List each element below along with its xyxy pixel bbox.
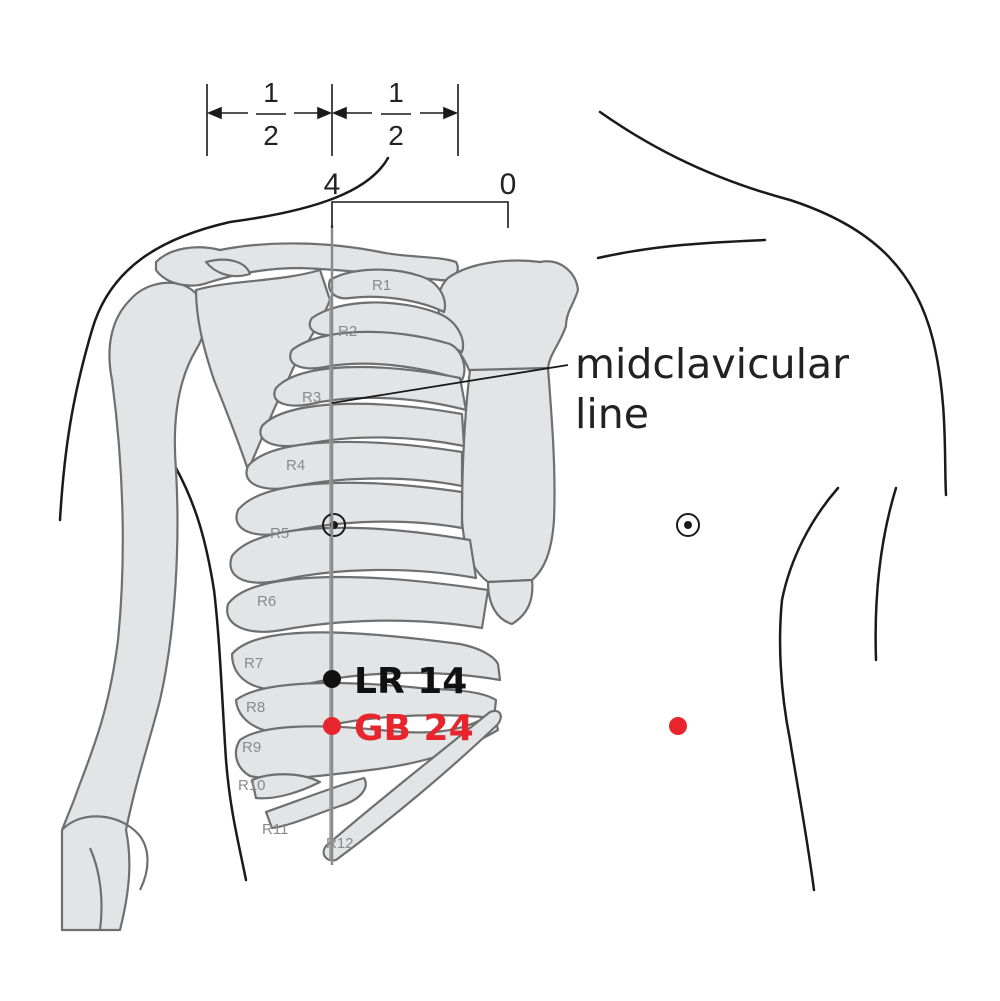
fraction-left-numerator: 1: [263, 77, 279, 108]
sternum-body: [460, 366, 556, 584]
point-gb24-label: GB 24: [354, 708, 474, 749]
rib-label-r11: R11: [262, 821, 288, 838]
rib-label-r9: R9: [242, 739, 261, 756]
callout-leader-line: [331, 364, 569, 404]
rib-label-r1: R1: [372, 277, 391, 294]
rib-label-r10: R10: [238, 777, 266, 794]
fraction-right-numerator: 1: [388, 77, 404, 108]
skeleton: [60, 242, 580, 932]
callout-midclavicular-line2: line: [575, 390, 649, 438]
point-lr14-label: LR 14: [354, 661, 467, 702]
rib-labels: R1 R2 R3 R4 R5 R6 R7 R8 R9 R10 R11 R12: [238, 277, 391, 852]
cun-4-label: 4: [324, 168, 341, 201]
cun-0-label: 0: [500, 168, 517, 201]
fraction-right: 1 2: [388, 77, 404, 151]
xiphoid-bone: [486, 578, 534, 626]
rib-label-r5: R5: [270, 525, 289, 542]
rib-label-r7: R7: [244, 655, 263, 672]
rib-label-r6: R6: [257, 593, 276, 610]
callout-midclavicular-line1: midclavicular: [575, 340, 849, 388]
fraction-left: 1 2: [263, 77, 279, 151]
rib-cage: [226, 268, 502, 862]
point-lr14-marker: [323, 670, 341, 688]
scapula-bone: [194, 268, 332, 472]
point-gb24-right-marker: [669, 717, 687, 735]
rib-label-r4: R4: [286, 457, 305, 474]
rib-label-r12: R12: [326, 835, 354, 852]
rib-label-r3: R3: [302, 389, 321, 406]
rib-label-r8: R8: [246, 699, 265, 716]
nipple-right: [676, 513, 700, 537]
dimension-marks: [206, 84, 509, 228]
fraction-left-denominator: 2: [263, 120, 279, 151]
rib-label-r2: R2: [338, 323, 357, 340]
humerus-bone: [60, 281, 207, 932]
point-gb24-marker: [323, 717, 341, 735]
body-outline: [58, 110, 948, 892]
fraction-right-denominator: 2: [388, 120, 404, 151]
